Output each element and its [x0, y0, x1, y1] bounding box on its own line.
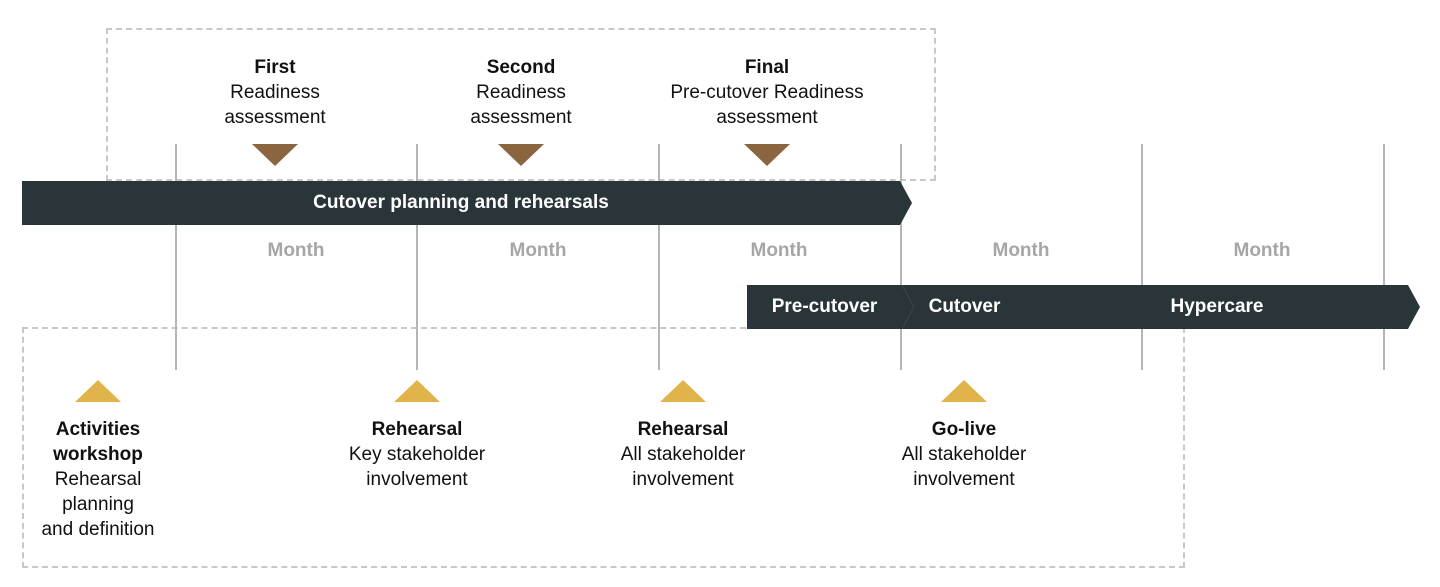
milestone-subtitle: All stakeholder involvement [901, 444, 1027, 490]
assessment-second: Second Readiness assessment [421, 55, 621, 130]
phase-hypercare: Hypercare [1022, 285, 1420, 329]
month-label: Month [267, 240, 325, 261]
milestone-marker-icon [941, 380, 987, 402]
milestone-title: Activities workshop [53, 419, 143, 465]
month-divider [658, 144, 660, 370]
month-label: Month [1233, 240, 1291, 261]
month-label: Month [992, 240, 1050, 261]
assessment-first: First Readiness assessment [175, 55, 375, 130]
assessment-final: Final Pre-cutover Readiness assessment [637, 55, 897, 130]
month-divider [1383, 144, 1385, 370]
assessments-group-box [106, 28, 936, 181]
phase-pre-cutover: Pre-cutover [747, 285, 914, 329]
assessment-marker-icon [252, 144, 298, 166]
milestone-subtitle: Key stakeholder involvement [348, 444, 486, 490]
assessment-marker-icon [744, 144, 790, 166]
milestone-rehearsal-key: Rehearsal Key stakeholder involvement [317, 417, 517, 492]
milestone-title: Go-live [931, 419, 997, 440]
cutover-planning-bar: Cutover planning and rehearsals [22, 181, 912, 225]
month-label: Month [750, 240, 808, 261]
milestone-title: Rehearsal [637, 419, 729, 440]
assessment-subtitle: Readiness assessment [470, 82, 572, 128]
milestones-group-box [22, 327, 1185, 568]
phase-cutover: Cutover [902, 285, 1035, 329]
month-divider [900, 144, 902, 370]
phase-label: Pre-cutover [771, 296, 878, 317]
milestone-marker-icon [660, 380, 706, 402]
month-divider [175, 144, 177, 370]
milestone-go-live: Go-live All stakeholder involvement [864, 417, 1064, 492]
milestone-rehearsal-all: Rehearsal All stakeholder involvement [583, 417, 783, 492]
assessment-subtitle: Pre-cutover Readiness assessment [670, 82, 864, 128]
assessment-title: Final [744, 57, 790, 78]
month-label: Month [509, 240, 567, 261]
phase-label: Hypercare [1170, 296, 1264, 317]
assessment-marker-icon [498, 144, 544, 166]
milestone-activities-workshop: Activities workshop Rehearsal planning a… [23, 417, 173, 542]
milestone-subtitle: All stakeholder involvement [620, 444, 746, 490]
phase-label: Cutover [928, 296, 1001, 317]
month-divider [416, 144, 418, 370]
milestone-marker-icon [394, 380, 440, 402]
assessment-title: Second [486, 57, 556, 78]
milestone-subtitle: Rehearsal planning and definition [41, 469, 155, 540]
milestone-title: Rehearsal [371, 419, 463, 440]
milestone-marker-icon [75, 380, 121, 402]
cutover-planning-label: Cutover planning and rehearsals [313, 192, 609, 213]
assessment-subtitle: Readiness assessment [224, 82, 326, 128]
assessment-title: First [254, 57, 296, 78]
month-divider [1141, 144, 1143, 370]
